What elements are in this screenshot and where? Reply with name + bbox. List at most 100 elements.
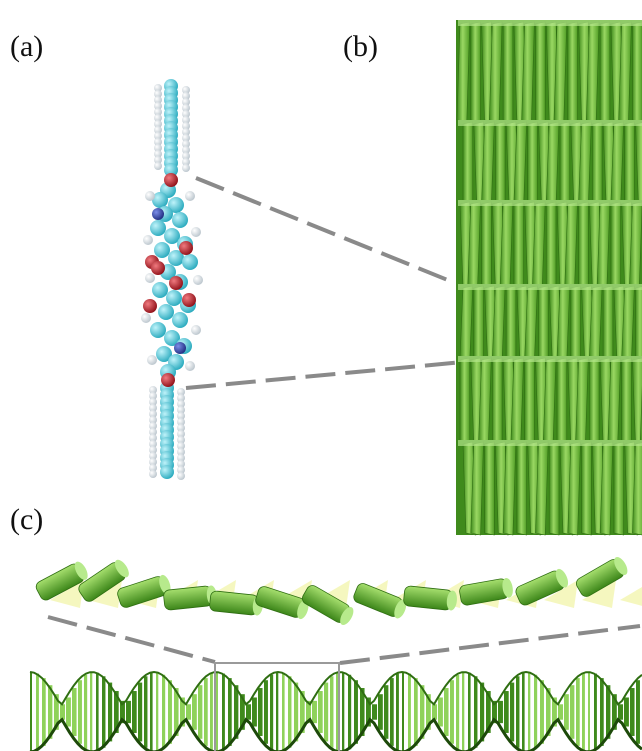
- atom-H: [154, 138, 162, 146]
- fiber-tier-top-edge: [458, 440, 642, 446]
- atom-C: [164, 228, 180, 244]
- ribbon-bar: [403, 585, 457, 611]
- fiber-ribbon: [621, 357, 632, 446]
- atom-H: [182, 104, 190, 112]
- atom-H: [143, 235, 153, 245]
- atom-H: [154, 150, 162, 158]
- fiber-ribbon: [516, 441, 527, 536]
- atom-H: [147, 355, 157, 365]
- atom-H: [177, 388, 185, 396]
- helix-strand: [546, 688, 551, 736]
- atom-H: [149, 404, 157, 412]
- helix-strand: [516, 676, 520, 748]
- fiber-ribbon: [567, 21, 578, 123]
- helix-strand: [414, 678, 418, 746]
- atom-H: [177, 448, 185, 456]
- ribbon-bar: [35, 561, 88, 601]
- helix-strand: [270, 674, 274, 750]
- helix-strand: [606, 685, 611, 739]
- atom-H: [154, 114, 162, 122]
- fiber-ribbon: [581, 441, 592, 536]
- helix-strand: [594, 673, 597, 751]
- fiber-ribbon: [589, 357, 600, 446]
- atom-H: [154, 144, 162, 152]
- atom-H: [177, 460, 185, 468]
- fiber-ribbon: [635, 286, 642, 360]
- helix-strand: [360, 688, 365, 736]
- atom-H: [149, 464, 157, 472]
- helix-strand: [438, 697, 443, 727]
- helix-strand: [150, 672, 153, 751]
- atom-H: [182, 122, 190, 130]
- atom-H: [191, 227, 201, 237]
- atom-H: [149, 446, 157, 454]
- helix-strand: [90, 672, 93, 751]
- twisted-ribbon-helix: [29, 670, 642, 751]
- ribbon-bar-end: [114, 559, 129, 578]
- atom-C: [150, 220, 166, 236]
- helix-strand: [198, 685, 203, 739]
- atom-O: [151, 261, 165, 275]
- atom-C: [172, 212, 188, 228]
- atom-O: [161, 373, 175, 387]
- atom-H: [177, 466, 185, 474]
- ribbon-bar-body: [403, 585, 453, 611]
- connector-lines-a-to-b: [185, 176, 464, 390]
- helix-strand: [78, 680, 82, 744]
- fiber-ribbon: [556, 357, 568, 446]
- fiber-bundle-stack: [456, 20, 642, 536]
- helix-strand: [300, 691, 305, 733]
- atom-H: [182, 86, 190, 94]
- helix-strand: [378, 694, 383, 730]
- atom-H: [154, 102, 162, 110]
- helix-strand: [72, 688, 77, 736]
- ribbon-bar: [515, 568, 569, 606]
- helix-strand: [480, 682, 485, 742]
- helix-strand: [384, 685, 389, 739]
- helix-strand: [426, 694, 431, 730]
- atom-C: [168, 197, 184, 213]
- atom-H: [177, 394, 185, 402]
- atom-H: [149, 470, 157, 478]
- fiber-ribbon: [632, 21, 642, 123]
- helix-strand: [558, 704, 563, 720]
- helix-strand: [342, 672, 345, 751]
- ribbon-bar: [302, 585, 354, 626]
- fiber-ribbon: [492, 357, 503, 446]
- ribbon-bar-end: [555, 568, 569, 588]
- atom-N: [152, 208, 164, 220]
- helix-strand: [564, 694, 569, 730]
- helix-strand: [162, 674, 166, 750]
- fiber-ribbon: [578, 201, 589, 289]
- helix-strand: [66, 697, 71, 727]
- helix-strand: [210, 673, 213, 751]
- atom-H: [154, 156, 162, 164]
- atom-H: [149, 392, 157, 400]
- atom-H: [182, 152, 190, 160]
- helix-strand: [252, 697, 257, 727]
- atom-H: [182, 164, 190, 172]
- helix-edge-top: [29, 670, 642, 706]
- helix-strand: [174, 688, 179, 736]
- helix-strand: [102, 676, 106, 748]
- pale-wedge: [88, 580, 122, 608]
- atom-H: [177, 454, 185, 462]
- ribbon-bar: [576, 556, 628, 597]
- fiber-ribbon: [545, 201, 557, 289]
- helix-strand: [390, 678, 394, 746]
- panel-label-c: (c): [10, 503, 44, 536]
- atom-C: [172, 312, 188, 328]
- ribbon-bar-end: [446, 590, 457, 611]
- atom-H: [177, 430, 185, 438]
- fiber-ribbon: [473, 285, 484, 361]
- fiber-ribbon: [548, 441, 560, 536]
- helix-strand: [288, 676, 292, 748]
- helix-strand: [576, 678, 580, 746]
- helix-strand: [498, 700, 503, 724]
- helix-strand: [324, 682, 329, 742]
- atom-H: [141, 313, 151, 323]
- helix-strand: [276, 672, 279, 751]
- helix-strand: [312, 700, 317, 724]
- atom-O: [143, 299, 157, 313]
- atom-C: [164, 330, 180, 346]
